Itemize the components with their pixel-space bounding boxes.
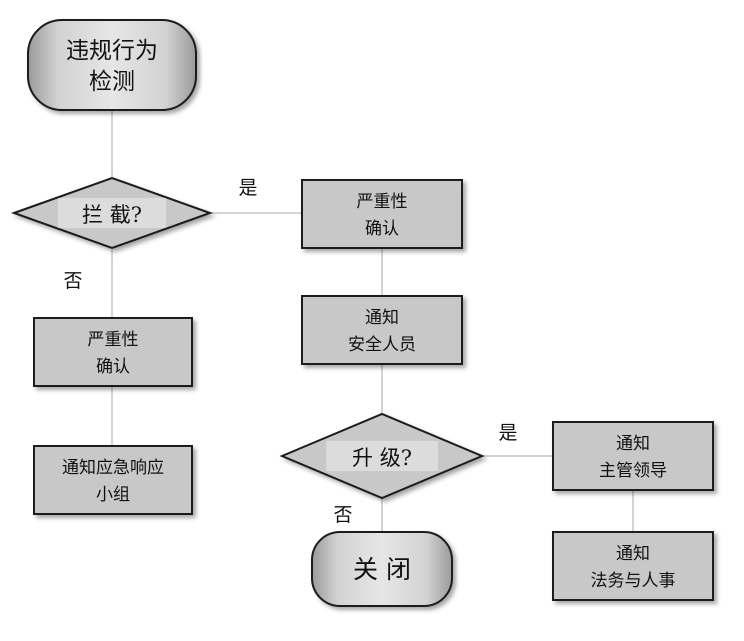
node-notify-manager: [552, 421, 714, 491]
connectors: [111, 110, 634, 532]
node-start-line2: 检测: [89, 69, 135, 95]
node-escalate-label: 升 级?: [352, 446, 412, 470]
node-confirm-right-line1: 严重性: [357, 192, 408, 212]
node-notify-team-line1: 通知应急响应: [62, 458, 164, 478]
edge-label-no-2: 否: [333, 504, 352, 526]
edge-label-yes-1: 是: [238, 177, 257, 199]
node-close-label: 关 闭: [353, 555, 411, 584]
node-notify-legal: [552, 531, 714, 601]
node-notify-legal-line1: 通知: [616, 544, 650, 564]
node-notify-team: [33, 445, 193, 515]
node-notify-security: [301, 295, 463, 365]
node-notify-manager-line1: 通知: [616, 434, 650, 454]
node-notify-manager-line2: 主管领导: [599, 461, 667, 481]
node-start: [27, 19, 197, 111]
node-confirm-right-line2: 确认: [365, 219, 399, 239]
node-start-line1: 违规行为: [66, 38, 158, 64]
node-intercept: [11, 176, 213, 250]
node-notify-security-line2: 安全人员: [348, 335, 416, 355]
node-confirm-left-line2: 确认: [96, 357, 130, 377]
node-intercept-label: 拦 截?: [82, 203, 142, 227]
node-notify-legal-line2: 法务与人事: [591, 571, 676, 591]
edge-label-yes-2: 是: [498, 422, 517, 444]
edge-label-no-1: 否: [63, 270, 82, 292]
node-notify-security-line1: 通知: [365, 308, 399, 328]
node-close: [311, 531, 453, 607]
node-confirm-right: [301, 179, 463, 249]
node-escalate: [279, 412, 485, 500]
node-confirm-left: [33, 317, 193, 387]
node-notify-team-line2: 小组: [96, 485, 130, 505]
node-confirm-left-line1: 严重性: [88, 330, 139, 350]
